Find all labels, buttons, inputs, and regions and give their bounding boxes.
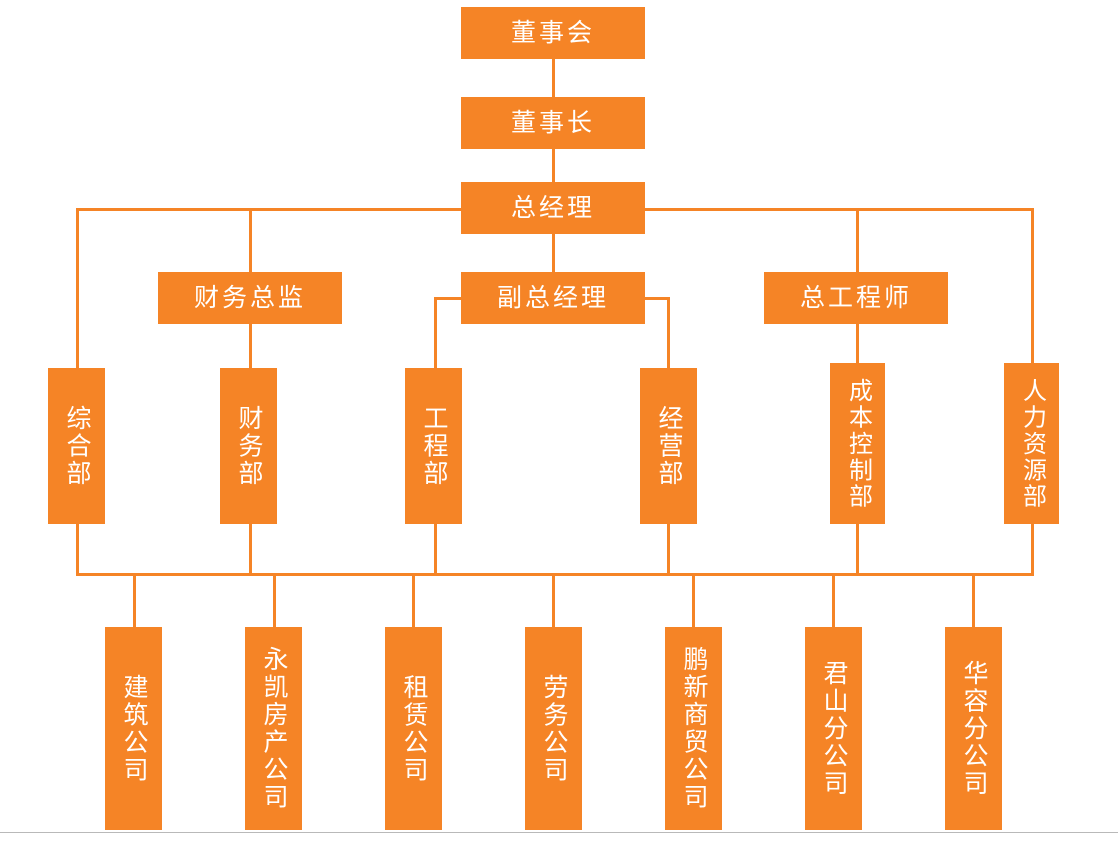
node-dept-finance[interactable]: 财务部 <box>220 368 277 524</box>
node-dept-human-resources[interactable]: 人力资源部 <box>1004 363 1059 524</box>
connector-cfo-to-finance-dept <box>249 324 252 368</box>
connector-finance-to-lower-bus <box>249 524 252 576</box>
node-sub-leasing-label: 租赁公司 <box>400 673 428 784</box>
connector-board-to-chairman <box>552 59 555 98</box>
node-sub-construction-label: 建筑公司 <box>120 673 148 784</box>
node-sub-labor[interactable]: 劳务公司 <box>525 627 582 830</box>
node-chief-engineer[interactable]: 总工程师 <box>764 272 948 324</box>
connector-human-resources-to-lower-bus <box>1031 524 1034 576</box>
node-cfo[interactable]: 财务总监 <box>158 272 342 324</box>
connector-operations-to-lower-bus <box>667 524 670 576</box>
node-board-label: 董事会 <box>510 18 595 47</box>
node-cfo-label: 财务总监 <box>193 283 306 312</box>
node-sub-yongkai-realestate-label: 永凯房产公司 <box>260 646 288 811</box>
node-sub-construction[interactable]: 建筑公司 <box>105 627 162 830</box>
connector-general-affairs-to-lower-bus <box>76 524 79 576</box>
node-sub-pengxin-trading-label: 鹏新商贸公司 <box>680 646 708 811</box>
node-chairman[interactable]: 董事长 <box>461 97 645 149</box>
node-dept-operations-label: 经营部 <box>655 404 683 488</box>
connector-deputy-gm-arm-right <box>642 297 670 300</box>
connector-bus-to-chief-engineer <box>856 208 859 272</box>
node-deputy-gm[interactable]: 副总经理 <box>461 272 645 324</box>
footer-divider <box>0 832 1118 833</box>
connector-deputy-gm-arm-left <box>434 297 464 300</box>
node-sub-junshan-branch[interactable]: 君山分公司 <box>805 627 862 830</box>
node-chief-engineer-label: 总工程师 <box>799 283 912 312</box>
connector-deputy-gm-to-engineering <box>434 297 437 368</box>
connector-bus-to-construction <box>133 573 136 627</box>
connector-gm-to-deputy-gm <box>552 234 555 272</box>
node-chairman-label: 董事长 <box>510 108 595 137</box>
node-general-manager-label: 总经理 <box>510 193 595 222</box>
node-sub-junshan-branch-label: 君山分公司 <box>820 659 848 798</box>
connector-bus-to-huarong <box>972 573 975 627</box>
node-sub-yongkai-realestate[interactable]: 永凯房产公司 <box>245 627 302 830</box>
connector-subsidiary-bus <box>76 573 1034 576</box>
node-dept-general-affairs[interactable]: 综合部 <box>48 368 105 524</box>
connector-bus-to-human-resources <box>1031 208 1034 368</box>
node-deputy-gm-label: 副总经理 <box>496 283 609 312</box>
connector-bus-to-labor <box>552 573 555 627</box>
connector-gm-bus-left <box>76 208 461 211</box>
node-sub-labor-label: 劳务公司 <box>540 673 568 784</box>
node-sub-huarong-branch[interactable]: 华容分公司 <box>945 627 1002 830</box>
node-sub-huarong-branch-label: 华容分公司 <box>960 659 988 798</box>
connector-bus-to-leasing <box>412 573 415 627</box>
node-board[interactable]: 董事会 <box>461 7 645 59</box>
connector-bus-to-cfo <box>249 208 252 272</box>
node-dept-general-affairs-label: 综合部 <box>63 404 91 488</box>
connector-bus-to-junshan <box>832 573 835 627</box>
connector-bus-to-general-affairs <box>76 208 79 368</box>
connector-deputy-gm-to-operations <box>667 297 670 368</box>
node-dept-cost-control-label: 成本控制部 <box>844 377 872 510</box>
node-dept-cost-control[interactable]: 成本控制部 <box>830 363 885 524</box>
connector-engineering-to-lower-bus <box>434 524 437 576</box>
node-dept-engineering[interactable]: 工程部 <box>405 368 462 524</box>
connector-bus-to-pengxin <box>692 573 695 627</box>
connector-bus-to-yongkai <box>273 573 276 627</box>
node-dept-operations[interactable]: 经营部 <box>640 368 697 524</box>
connector-cost-control-to-lower-bus <box>856 524 859 576</box>
connector-chairman-to-gm <box>552 149 555 183</box>
connector-chief-engineer-to-cost-control <box>856 324 859 368</box>
connector-gm-bus-right <box>645 208 1034 211</box>
node-dept-finance-label: 财务部 <box>235 404 263 488</box>
node-dept-engineering-label: 工程部 <box>420 404 448 488</box>
node-dept-human-resources-label: 人力资源部 <box>1018 377 1046 510</box>
node-sub-leasing[interactable]: 租赁公司 <box>385 627 442 830</box>
node-sub-pengxin-trading[interactable]: 鹏新商贸公司 <box>665 627 722 830</box>
node-general-manager[interactable]: 总经理 <box>461 182 645 234</box>
